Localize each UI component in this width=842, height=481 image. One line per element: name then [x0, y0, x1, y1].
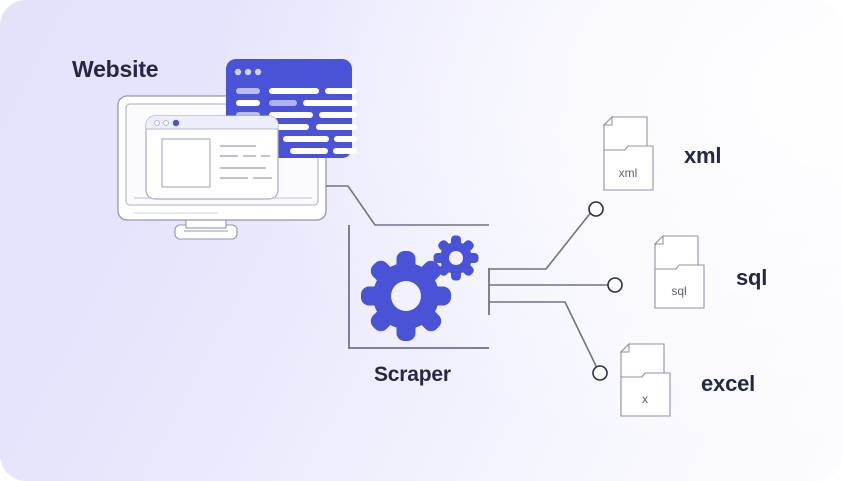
connector-outputs: [489, 210, 609, 371]
browser-dot-active: [172, 119, 180, 127]
xml-folder-front: [603, 145, 654, 191]
connector-node-excel: [592, 365, 608, 381]
browser-title-bar: [146, 116, 278, 129]
sql-file-icon: sql: [653, 234, 705, 309]
sql-file-caption: sql: [671, 284, 686, 298]
sql-folder-front: [654, 264, 705, 309]
browser-dot-2: [163, 120, 169, 126]
excel-file-icon: x: [619, 342, 671, 417]
code-line-row-5: [283, 136, 357, 142]
xml-file-caption: xml: [619, 166, 638, 180]
connector-website-to-scraper: [326, 185, 489, 226]
code-window-dot-3: [254, 68, 262, 76]
scraper-label: Scraper: [374, 363, 451, 386]
code-window-dot-2: [244, 68, 252, 76]
code-line-row-2: [236, 100, 357, 106]
website-label: Website: [72, 56, 159, 82]
excel-file-caption: x: [642, 392, 648, 406]
code-window-dot-1: [234, 68, 242, 76]
connector-website-path: [326, 185, 489, 226]
sql-file-fold: [653, 234, 664, 245]
sql-label: sql: [736, 265, 768, 290]
xml-label: xml: [684, 143, 722, 168]
xml-file-icon: xml: [602, 115, 654, 191]
scraper-bracket-path: [348, 225, 489, 349]
browser-dot-1: [154, 120, 160, 126]
scraper-gears: [361, 235, 479, 341]
excel-file-fold: [619, 342, 630, 353]
connector-to-xml: [489, 210, 593, 270]
gear-small-icon: [433, 235, 479, 281]
code-line-row-1: [236, 88, 357, 94]
connector-to-excel: [489, 301, 599, 371]
connector-node-sql: [607, 277, 623, 293]
excel-label: excel: [701, 371, 756, 396]
scraper-bracket: [348, 225, 490, 349]
code-line-row-6: [290, 148, 357, 154]
browser-image-placeholder: [161, 138, 211, 188]
gear-large-icon: [361, 251, 451, 341]
connector-node-xml: [588, 201, 604, 217]
browser-window: [145, 115, 279, 200]
excel-folder-front: [620, 372, 671, 417]
xml-file-fold: [602, 115, 613, 126]
connector-nodes: [588, 201, 623, 381]
